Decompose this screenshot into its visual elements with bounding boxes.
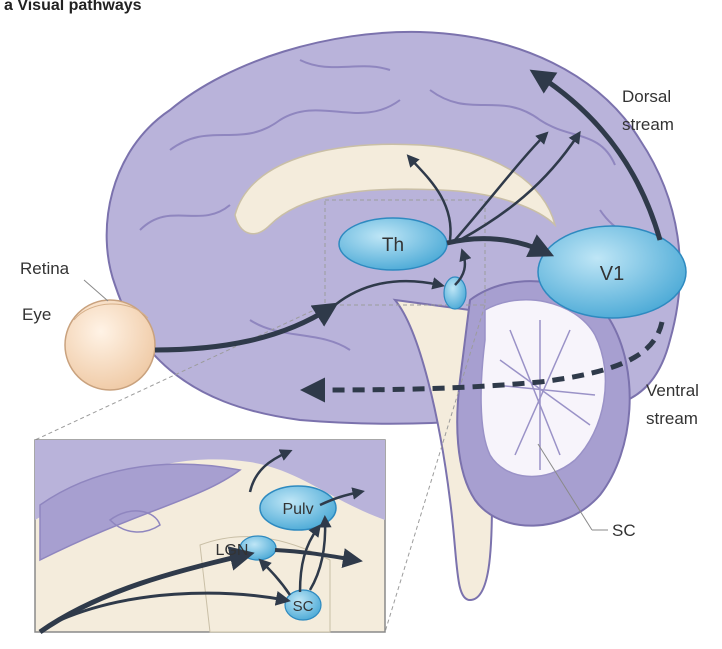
label-retina: Retina [20, 259, 70, 278]
inset-label-pulv: Pulv [282, 501, 313, 518]
label-ventral-2: stream [646, 409, 698, 428]
label-v1: V1 [600, 263, 624, 285]
label-dorsal-2: stream [622, 115, 674, 134]
small-nucleus [444, 277, 466, 309]
eye [65, 300, 155, 390]
label-sc: SC [612, 521, 636, 540]
label-eye: Eye [22, 305, 51, 324]
label-ventral-1: Ventral [646, 381, 699, 400]
label-dorsal-1: Dorsal [622, 87, 671, 106]
retina-leader [84, 280, 108, 301]
inset: Pulv LGN SC [35, 440, 385, 632]
figure-title: a Visual pathways [4, 0, 142, 14]
label-th: Th [382, 235, 404, 256]
inset-label-lgn: LGN [216, 542, 249, 559]
inset-label-sc: SC [293, 598, 314, 615]
